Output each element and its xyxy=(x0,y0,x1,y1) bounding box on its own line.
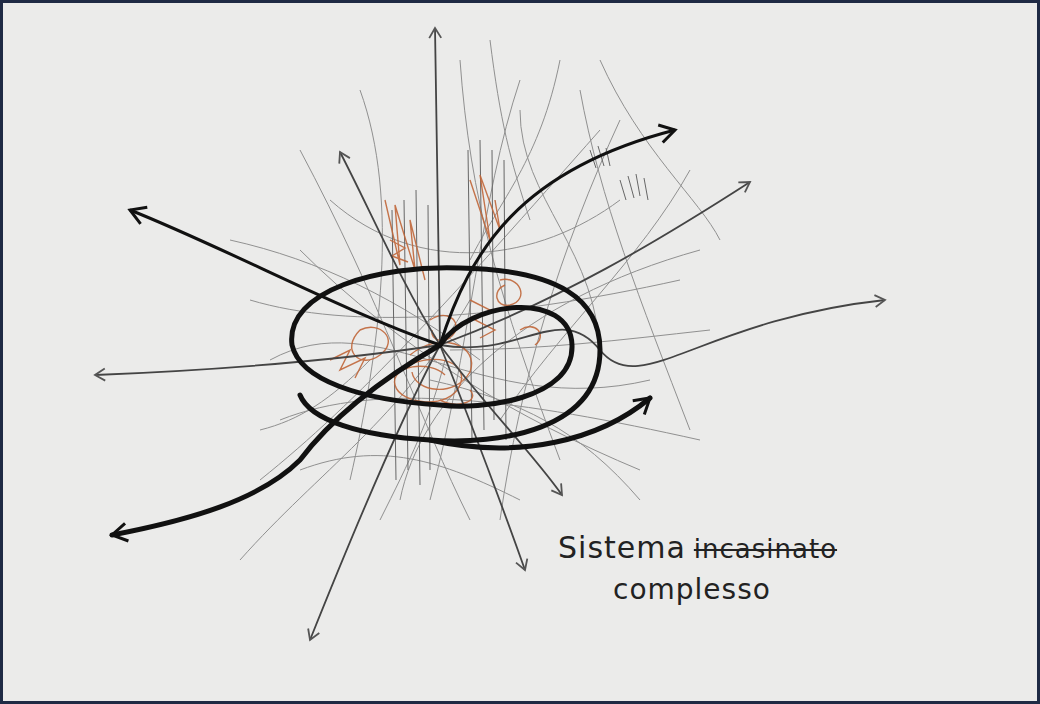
note-text: Sistema xyxy=(558,531,686,564)
struck-note: incasinato xyxy=(694,535,837,564)
drawing-ground: Sistema incasinato complesso xyxy=(3,3,1037,701)
sketch-illustration xyxy=(3,3,1037,701)
note-text: complesso xyxy=(613,575,771,606)
